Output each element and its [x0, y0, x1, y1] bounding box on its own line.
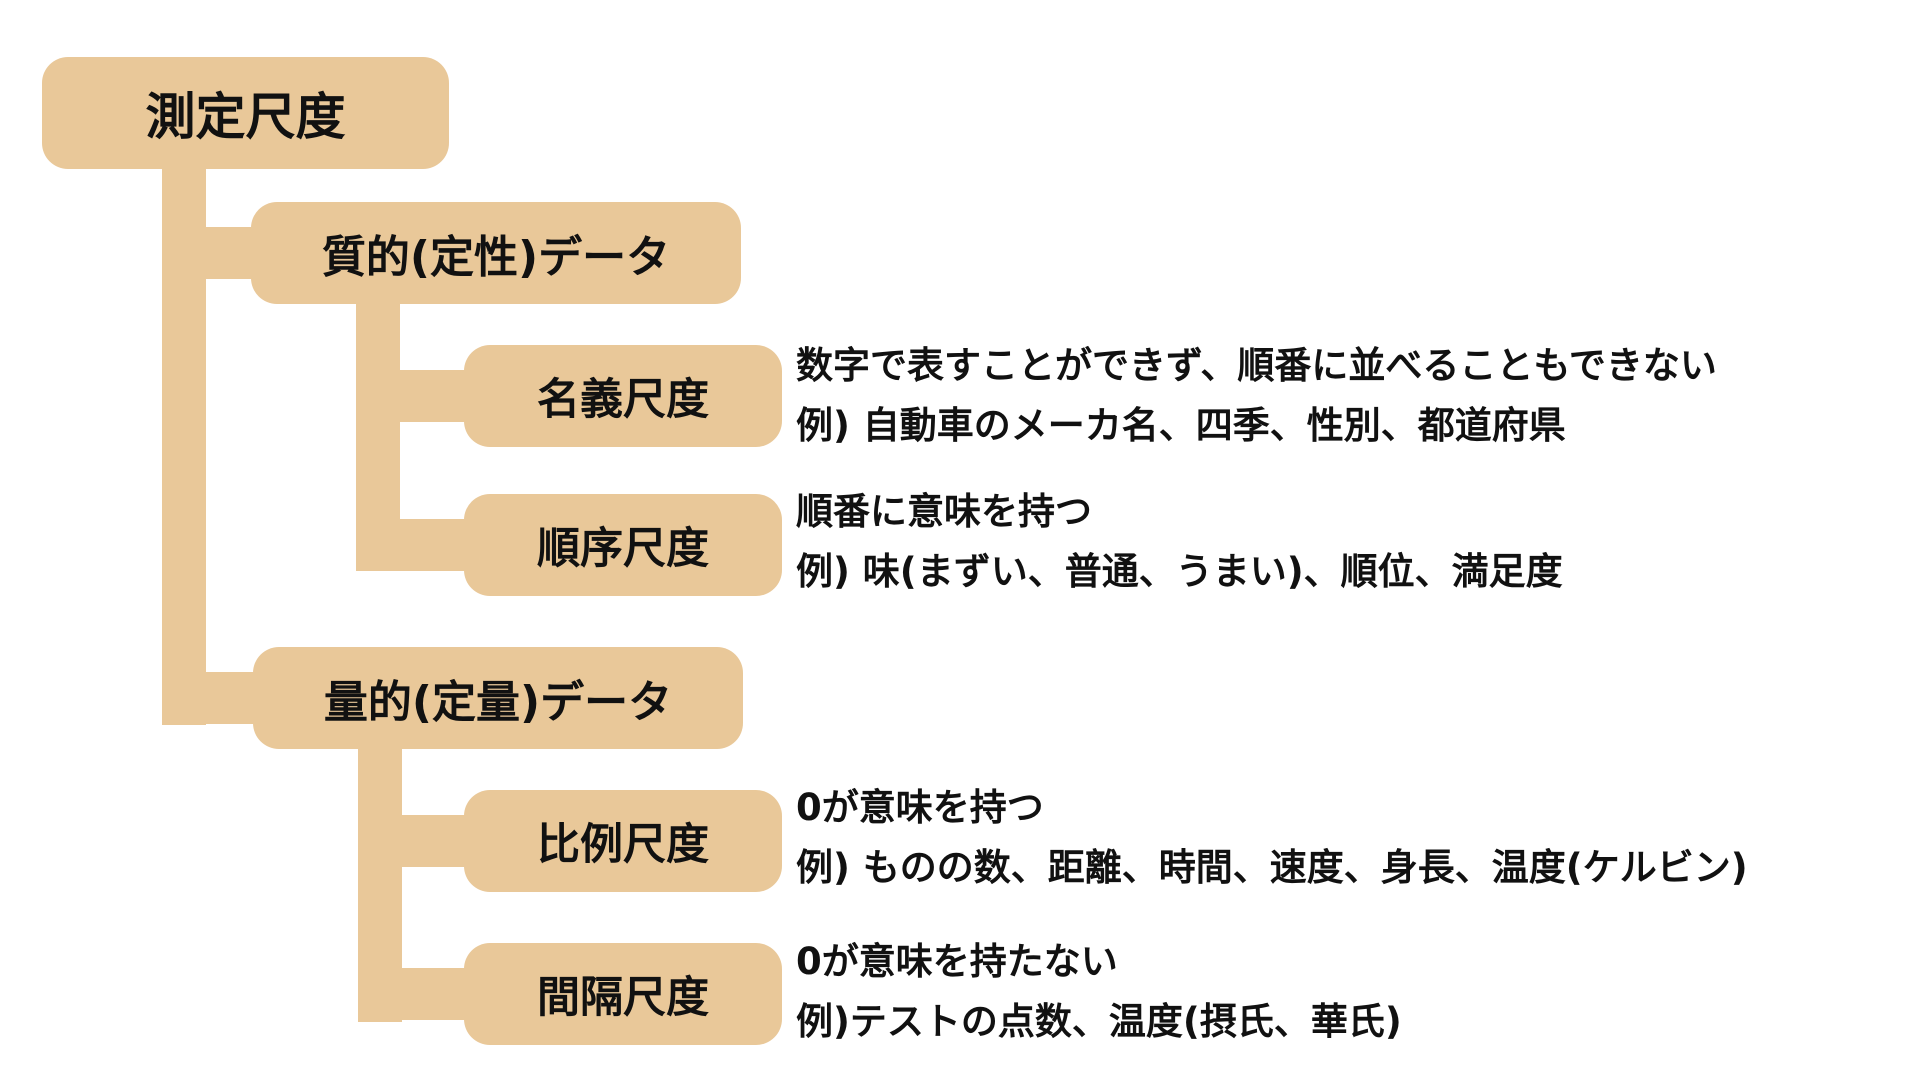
description-nominal-text: 数字で表すことができず、順番に並べることもできない [796, 344, 1717, 387]
branch-ordinal-line [356, 519, 476, 571]
root-node-measurement-scale: 測定尺度 [42, 57, 449, 169]
branch-ratio-line [358, 815, 478, 867]
scale-node-ordinal: 順序尺度 [464, 494, 782, 596]
description-interval-example: 例)テストの点数、温度(摂氏、華氏) [796, 1000, 1402, 1043]
scale-label-nominal: 名義尺度 [537, 375, 709, 425]
scale-node-ratio: 比例尺度 [464, 790, 782, 892]
root-node-label: 測定尺度 [145, 88, 346, 146]
category-node-quantitative: 量的(定量)データ [253, 647, 743, 749]
description-interval: 0が意味を持たない 例)テストの点数、温度(摂氏、華氏) [796, 932, 1402, 1052]
scale-node-nominal: 名義尺度 [464, 345, 782, 447]
description-nominal: 数字で表すことができず、順番に並べることもできない 例) 自動車のメーカ名、四季… [796, 336, 1717, 456]
description-ordinal-text: 順番に意味を持つ [796, 490, 1092, 533]
scale-label-interval: 間隔尺度 [537, 973, 709, 1023]
description-ratio: 0が意味を持つ 例) ものの数、距離、時間、速度、身長、温度(ケルビン) [796, 778, 1748, 898]
category-label-qualitative: 質的(定性)データ [321, 232, 671, 283]
description-ratio-text: 0が意味を持つ [796, 786, 1044, 829]
description-ordinal-example: 例) 味(まずい、普通、うまい)、順位、満足度 [796, 550, 1563, 593]
branch-interval-line [358, 968, 478, 1020]
branch-nominal-line [356, 370, 476, 422]
branch-qualitative-line [162, 227, 262, 279]
category-node-qualitative: 質的(定性)データ [251, 202, 741, 304]
branch-quantitative-line [162, 672, 262, 724]
description-ordinal: 順番に意味を持つ 例) 味(まずい、普通、うまい)、順位、満足度 [796, 482, 1563, 602]
category-label-quantitative: 量的(定量)データ [323, 677, 673, 728]
description-interval-text: 0が意味を持たない [796, 940, 1118, 983]
scale-label-ratio: 比例尺度 [537, 820, 709, 870]
description-nominal-example: 例) 自動車のメーカ名、四季、性別、都道府県 [796, 404, 1566, 447]
scale-node-interval: 間隔尺度 [464, 943, 782, 1045]
description-ratio-example: 例) ものの数、距離、時間、速度、身長、温度(ケルビン) [796, 846, 1748, 889]
scale-label-ordinal: 順序尺度 [537, 524, 709, 574]
